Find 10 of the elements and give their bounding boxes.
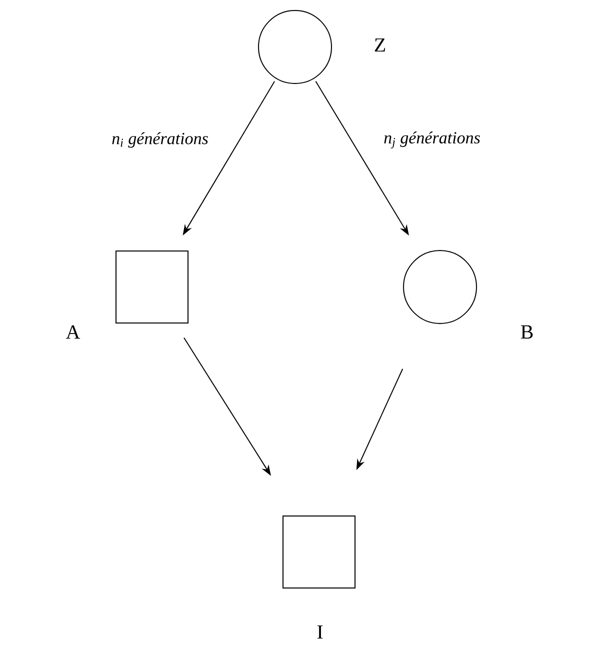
box-symbol	[282, 516, 356, 588]
edge-label: n$_{i}$ générations	[112, 132, 208, 148]
edge-label: n$_{j}$ générations	[384, 132, 480, 148]
node-letter: B	[520, 325, 533, 339]
node-letter: A	[66, 325, 80, 339]
circle-symbol	[403, 250, 477, 324]
box-symbol	[116, 250, 188, 324]
node-letter: Z	[374, 38, 386, 52]
node-letter: I	[317, 625, 323, 639]
circle-symbol	[258, 10, 332, 84]
